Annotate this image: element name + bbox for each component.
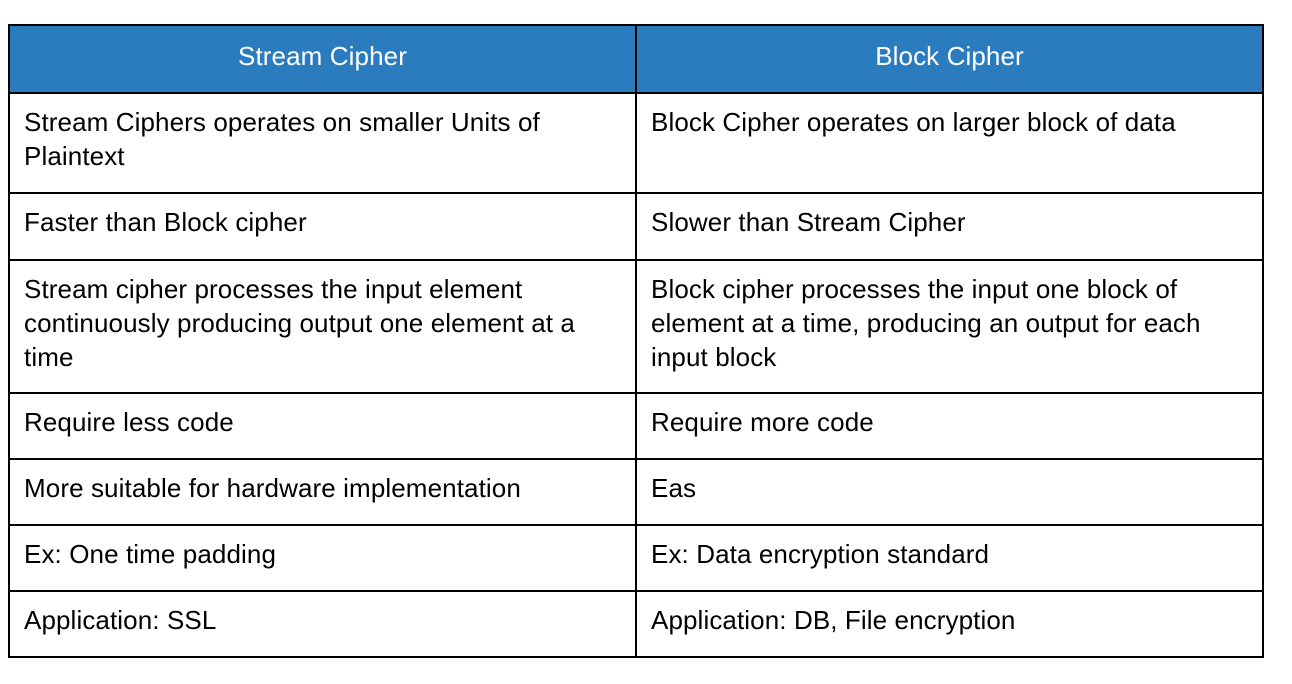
cell-text: Stream Ciphers operates on smaller Units…: [24, 107, 540, 171]
cell-text: Application: SSL: [24, 605, 217, 635]
column-header-block-cipher: Block Cipher: [635, 24, 1264, 94]
cell-block-1: Slower than Stream Cipher: [635, 192, 1264, 261]
cell-text: Require less code: [24, 407, 234, 437]
cell-stream-4: More suitable for hardware implementatio…: [8, 458, 637, 526]
cell-stream-6: Application: SSL: [8, 590, 637, 658]
cell-text: Block cipher processes the input one blo…: [651, 274, 1201, 372]
table-row: Application: SSL Application: DB, File e…: [8, 590, 1264, 658]
cell-block-3: Require more code: [635, 392, 1264, 460]
table-row: More suitable for hardware implementatio…: [8, 458, 1264, 526]
table-body: Stream Ciphers operates on smaller Units…: [8, 92, 1264, 658]
table-header: Stream Cipher Block Cipher: [8, 24, 1264, 94]
table-row: Faster than Block cipher Slower than Str…: [8, 192, 1264, 261]
comparison-table-container: Stream Cipher Block Cipher Stream Cipher…: [8, 24, 1264, 658]
cell-block-0: Block Cipher operates on larger block of…: [635, 92, 1264, 194]
cell-block-6: Application: DB, File encryption: [635, 590, 1264, 658]
cell-stream-1: Faster than Block cipher: [8, 192, 637, 261]
cell-text: Eas: [651, 473, 697, 503]
cell-block-5: Ex: Data encryption standard: [635, 524, 1264, 592]
cell-text: Ex: One time padding: [24, 539, 277, 569]
cell-text: Require more code: [651, 407, 874, 437]
table-header-row: Stream Cipher Block Cipher: [8, 24, 1264, 94]
cell-stream-3: Require less code: [8, 392, 637, 460]
table-row: Stream Ciphers operates on smaller Units…: [8, 92, 1264, 194]
table-row: Require less code Require more code: [8, 392, 1264, 460]
cell-text: More suitable for hardware implementatio…: [24, 473, 521, 503]
cell-text: Slower than Stream Cipher: [651, 207, 966, 237]
table-row: Stream cipher processes the input elemen…: [8, 259, 1264, 394]
cell-text: Ex: Data encryption standard: [651, 539, 990, 569]
table-row: Ex: One time padding Ex: Data encryption…: [8, 524, 1264, 592]
cell-text: Stream cipher processes the input elemen…: [24, 274, 575, 372]
cell-text: Application: DB, File encryption: [651, 605, 1016, 635]
column-header-stream-cipher: Stream Cipher: [8, 24, 637, 94]
stream-vs-block-cipher-table: Stream Cipher Block Cipher Stream Cipher…: [8, 24, 1264, 658]
cell-block-4: Eas: [635, 458, 1264, 526]
cell-text: Faster than Block cipher: [24, 207, 307, 237]
cell-stream-5: Ex: One time padding: [8, 524, 637, 592]
cell-text: Block Cipher operates on larger block of…: [651, 107, 1176, 137]
cell-block-2: Block cipher processes the input one blo…: [635, 259, 1264, 394]
cell-stream-0: Stream Ciphers operates on smaller Units…: [8, 92, 637, 194]
cell-stream-2: Stream cipher processes the input elemen…: [8, 259, 637, 394]
